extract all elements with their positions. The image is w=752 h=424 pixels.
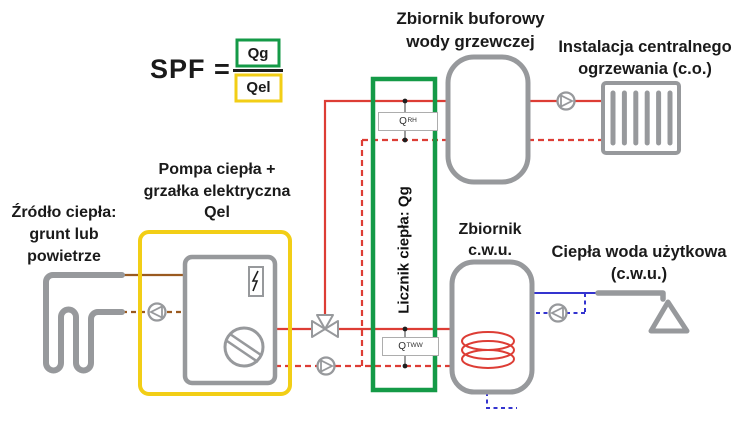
heat-source-label: Źródło ciepła: grunt lub powietrze bbox=[5, 202, 123, 268]
compressor-chord bbox=[229, 332, 262, 357]
valve-top-triangle bbox=[316, 314, 334, 330]
ground-loop bbox=[43, 272, 125, 374]
buffer-tank-label: Zbiornik buforowy wody grzewczej bbox=[378, 7, 563, 53]
dhw-charge-pump-arrow bbox=[320, 359, 335, 373]
pumps bbox=[147, 91, 576, 376]
valve-right-triangle bbox=[324, 320, 339, 338]
tap-tundish-icon bbox=[648, 299, 690, 334]
radiator-fins bbox=[610, 90, 673, 146]
source-pump-arrow bbox=[148, 305, 163, 319]
dhw-tank-coil-icon bbox=[461, 331, 515, 369]
circulation-pump-arrow bbox=[549, 306, 564, 320]
qg-formula-box bbox=[235, 38, 281, 68]
junction-dot bbox=[402, 98, 408, 104]
sensor-qrh-sub: RH bbox=[407, 117, 417, 125]
spf-formula-text: SPF = bbox=[150, 54, 231, 84]
valve-left-triangle bbox=[311, 320, 326, 338]
pipe-valve-up-to-buffer bbox=[323, 99, 448, 327]
pipe-cold-water-in bbox=[486, 392, 517, 409]
coil-turn bbox=[461, 349, 515, 369]
qel-formula-box bbox=[234, 73, 283, 103]
buffer-tank bbox=[445, 54, 531, 185]
hp-internals bbox=[223, 266, 265, 368]
heat-source-label-line2: grunt lub bbox=[29, 226, 99, 243]
qel-boundary-box bbox=[138, 230, 292, 396]
dhw-tank bbox=[449, 259, 535, 395]
junction-dots bbox=[402, 98, 408, 369]
junction-dot bbox=[402, 326, 408, 332]
central-heating-label-line2: ogrzewania (c.o.) bbox=[578, 60, 712, 78]
heat-pump-label: Pompa ciepła + grzałka elektryczna Qel bbox=[128, 159, 306, 224]
heat-pump-label-line1: Pompa ciepła + bbox=[158, 161, 276, 178]
junction-dot bbox=[402, 137, 408, 143]
junction-dot bbox=[402, 363, 408, 369]
tap-pipe bbox=[595, 290, 666, 302]
dhw-outlet-label: Ciepła woda użytkowa (c.w.u.) bbox=[533, 241, 745, 285]
compressor-chord bbox=[226, 339, 259, 364]
dhw-outlet-label-line1: Ciepła woda użytkowa bbox=[551, 243, 727, 261]
sensor-qtww-sub: TWW bbox=[406, 342, 423, 350]
buffer-tank-label-line2: wody grzewczej bbox=[406, 32, 535, 51]
formula-denominator: Qel bbox=[246, 78, 271, 96]
coil-turn bbox=[461, 340, 515, 360]
co-pump-arrow bbox=[560, 94, 575, 108]
heat-source-label-line3: powietrze bbox=[27, 248, 101, 265]
sensor-qtww-base: Q bbox=[398, 341, 407, 352]
central-heating-label: Instalacja centralnego ogrzewania (c.o.) bbox=[540, 36, 750, 80]
sensor-qrh-base: Q bbox=[399, 116, 407, 127]
three-way-valve-icon bbox=[311, 314, 339, 338]
brine-pipes bbox=[120, 273, 187, 314]
buffer-tank-label-line1: Zbiornik buforowy bbox=[396, 9, 545, 28]
lightning-bolt-icon bbox=[251, 270, 259, 292]
red-supply-pipes bbox=[275, 99, 603, 337]
dhw-tank-label-line1: Zbiornik bbox=[458, 221, 522, 238]
gray-piping bbox=[43, 272, 690, 374]
dhw-outlet-label-line2: (c.w.u.) bbox=[610, 265, 668, 283]
formula-numerator: Qg bbox=[247, 44, 269, 62]
heat-meter-label: Licznik ciepła: Qg bbox=[395, 186, 413, 314]
central-heating-label-line1: Instalacja centralnego bbox=[558, 38, 732, 56]
heat-pump-label-line3: Qel bbox=[204, 204, 230, 221]
dhw-tank-label-line2: c.w.u. bbox=[468, 242, 512, 259]
heat-meter-boundary-box bbox=[370, 76, 438, 393]
heat-source-label-line1: Źródło ciepła: bbox=[11, 204, 117, 221]
heat-pump-label-line2: grzałka elektryczna bbox=[143, 182, 291, 200]
dhw-tank-label: Zbiornik c.w.u. bbox=[447, 219, 533, 261]
